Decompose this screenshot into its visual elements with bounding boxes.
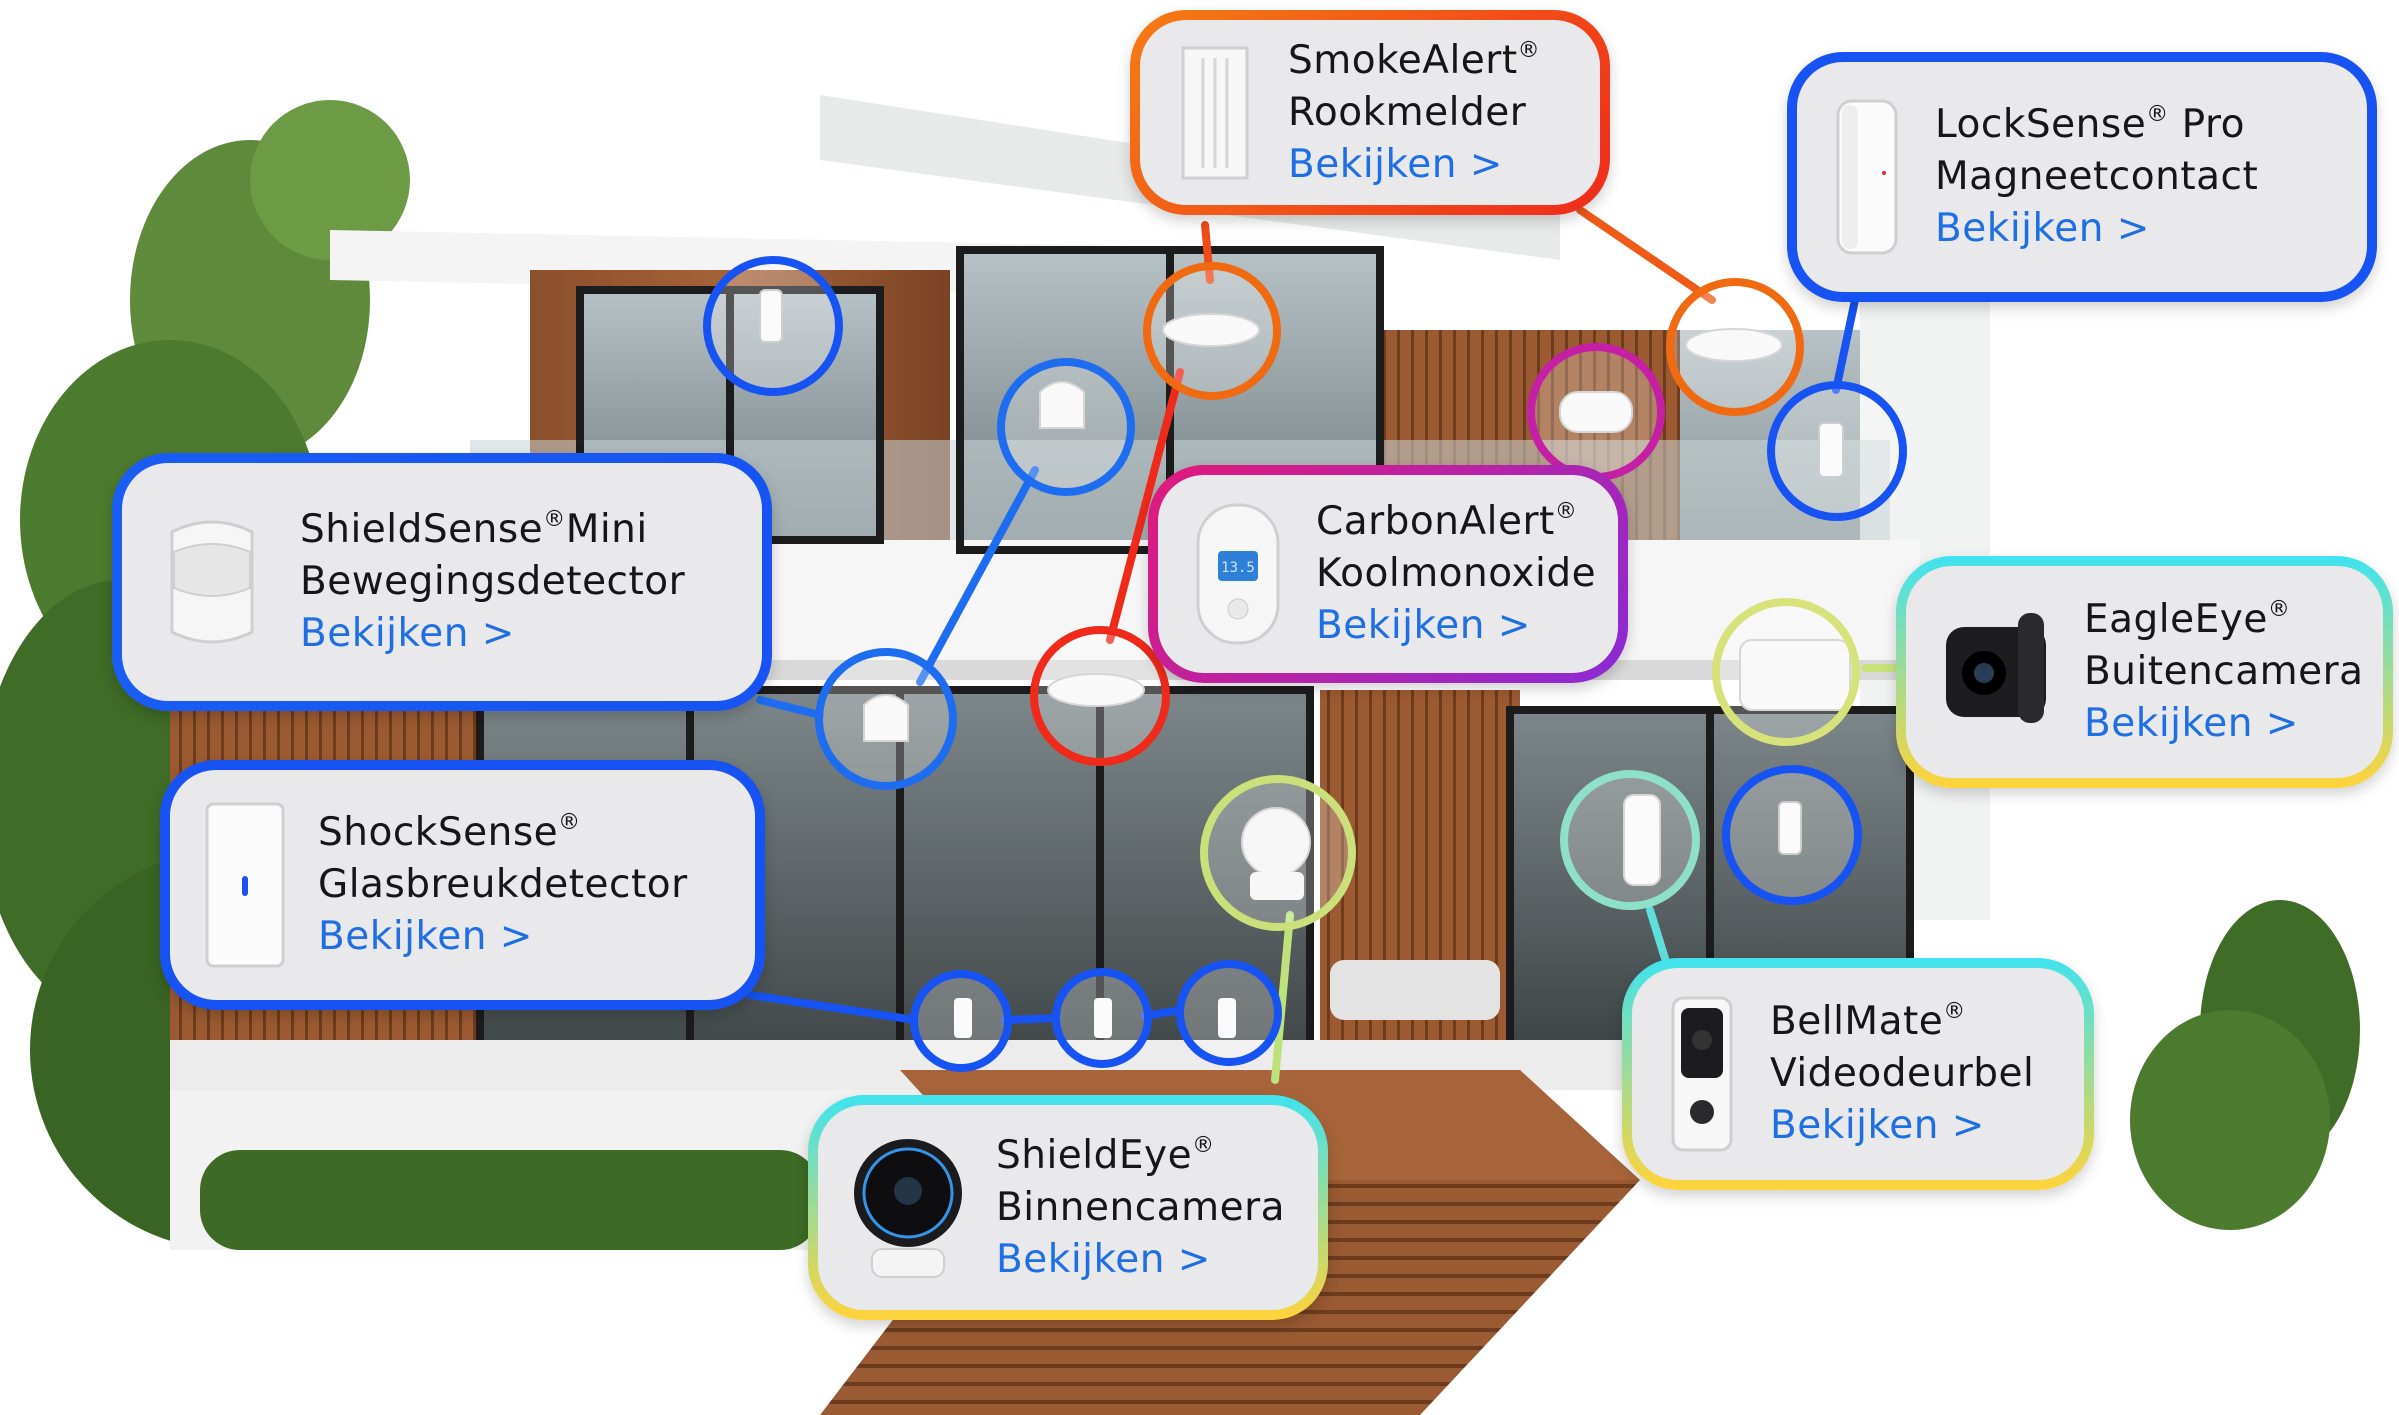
card-shieldsense-mini-subtitle: Bewegingsdetector [300, 559, 686, 604]
marker-motion-sensor-upper[interactable] [997, 358, 1135, 496]
marker-glass-sensor-2[interactable] [1052, 968, 1152, 1068]
card-carbonalert-title: CarbonAlert® [1316, 499, 1578, 544]
card-smokealert-title: SmokeAlert® [1288, 37, 1541, 83]
card-shocksense-view-link[interactable]: Bekijken > [318, 914, 533, 959]
glass-break-sensor-icon [200, 795, 290, 975]
marker-glass-sensor-1[interactable] [910, 970, 1012, 1072]
card-carbonalert[interactable]: 13.5 CarbonAlert® Koolmonoxide Bekijken … [1148, 465, 1628, 683]
motion-sensor-icon [152, 492, 272, 672]
smoke-detector-icon [1170, 23, 1260, 203]
card-smokealert[interactable]: SmokeAlert® Rookmelder Bekijken > [1130, 10, 1610, 215]
marker-door-contact-lower-right[interactable] [1722, 765, 1862, 905]
marker-outdoor-camera[interactable] [1712, 598, 1860, 746]
card-bellmate-subtitle: Videodeurbel [1770, 1051, 2035, 1096]
card-shocksense-subtitle: Glasbreukdetector [318, 862, 688, 907]
card-shieldeye-view-link[interactable]: Bekijken > [996, 1236, 1211, 1282]
outdoor-camera-icon [1936, 582, 2056, 762]
card-shocksense-title: ShockSense® [318, 810, 581, 855]
card-shieldsense-mini-title: ShieldSense®Mini [300, 507, 648, 552]
marker-motion-sensor-lower[interactable] [815, 648, 957, 790]
video-doorbell-icon [1662, 984, 1742, 1164]
card-carbonalert-view-link[interactable]: Bekijken > [1316, 603, 1531, 648]
card-locksense-subtitle: Magneetcontact [1935, 154, 2259, 199]
card-bellmate[interactable]: BellMate® Videodeurbel Bekijken > [1622, 958, 2094, 1190]
marker-door-contact-right[interactable] [1767, 381, 1907, 521]
marker-doorbell[interactable] [1560, 770, 1700, 910]
marker-smoke-upper-right[interactable] [1666, 278, 1804, 416]
card-shieldsense-mini-view-link[interactable]: Bekijken > [300, 611, 515, 656]
card-locksense[interactable]: LockSense® Pro Magneetcontact Bekijken > [1787, 52, 2377, 302]
card-locksense-view-link[interactable]: Bekijken > [1935, 206, 2150, 251]
marker-indoor-camera[interactable] [1200, 775, 1356, 931]
tree-right [2130, 900, 2360, 1230]
co-detector-readout: 13.5 [1221, 560, 1255, 576]
card-shocksense[interactable]: ShockSense® Glasbreukdetector Bekijken > [160, 760, 765, 1010]
card-shieldeye-subtitle: Binnencamera [996, 1184, 1285, 1230]
marker-glass-sensor-3[interactable] [1176, 960, 1282, 1066]
marker-smoke-lower[interactable] [1030, 626, 1170, 766]
card-shieldeye[interactable]: ShieldEye® Binnencamera Bekijken > [808, 1095, 1328, 1320]
card-smokealert-view-link[interactable]: Bekijken > [1288, 141, 1503, 187]
marker-co-detector[interactable] [1527, 343, 1665, 481]
marker-smoke-upper-left[interactable] [1143, 262, 1281, 400]
co-detector-icon: 13.5 [1188, 484, 1288, 664]
card-carbonalert-subtitle: Koolmonoxide [1316, 551, 1597, 596]
card-eagleeye-subtitle: Buitencamera [2084, 649, 2364, 694]
card-shieldeye-title: ShieldEye® [996, 1132, 1215, 1178]
door-contact-icon [1827, 87, 1907, 267]
card-eagleeye-view-link[interactable]: Bekijken > [2084, 701, 2299, 746]
card-bellmate-view-link[interactable]: Bekijken > [1770, 1103, 1985, 1148]
card-locksense-title: LockSense® Pro [1935, 102, 2245, 147]
card-smokealert-subtitle: Rookmelder [1288, 89, 1527, 135]
card-eagleeye-title: EagleEye® [2084, 597, 2291, 642]
card-bellmate-title: BellMate® [1770, 999, 1966, 1044]
card-shieldsense-mini[interactable]: ShieldSense®Mini Bewegingsdetector Bekij… [112, 453, 772, 711]
indoor-camera-icon [848, 1118, 968, 1298]
marker-door-contact-top-left[interactable] [703, 256, 843, 396]
card-eagleeye[interactable]: EagleEye® Buitencamera Bekijken > [1896, 556, 2393, 788]
